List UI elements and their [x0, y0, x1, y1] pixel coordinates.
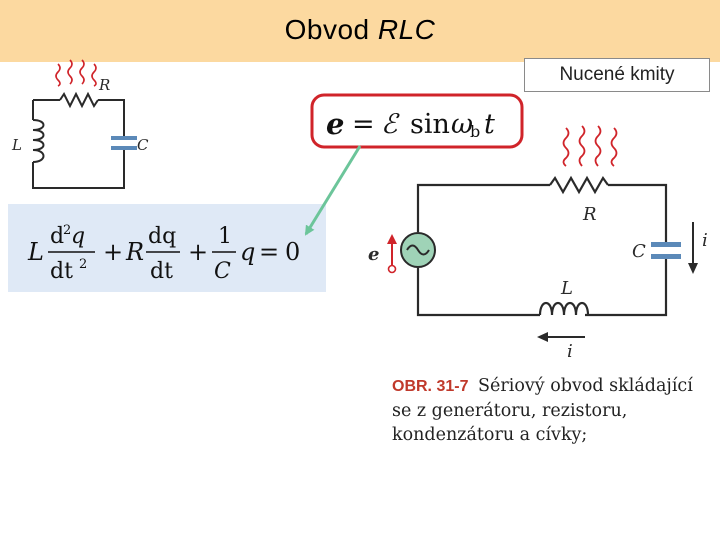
label-r-right: R: [582, 204, 597, 225]
left-circuit: R L C: [11, 59, 149, 189]
label-c-left: C: [137, 136, 149, 154]
de-one: 1: [218, 224, 232, 249]
de-dq: dq: [148, 224, 176, 249]
label-i-bottom: i: [567, 341, 573, 362]
de-d2q-q: q: [71, 224, 85, 249]
differential-equation-box: [8, 204, 326, 292]
current-arrow-bottom-icon: [537, 332, 585, 342]
heat-icon-left: [55, 59, 97, 87]
de-d2q-sq: 2: [63, 223, 71, 238]
caption-text: Sériový obvod skládající se z generátoru…: [392, 376, 693, 445]
caption-lead: OBR. 31-7: [392, 378, 469, 395]
emf-equation-frame: [310, 93, 524, 149]
capacitor-icon-right: [651, 242, 681, 259]
emf-script-e: ℰ: [381, 109, 400, 140]
de-dt-sq: 2: [79, 257, 87, 272]
de-plus1: +: [103, 238, 123, 266]
de-dt2: dt: [150, 259, 173, 284]
capacitor-icon-left: [111, 136, 137, 150]
emf-t: t: [484, 109, 495, 140]
emf-omega: ω: [451, 109, 473, 140]
de-q: q: [240, 238, 255, 266]
heat-icon-right: [562, 125, 618, 167]
link-arrow: [304, 145, 362, 236]
ac-generator-icon: [400, 232, 436, 268]
label-r-left: R: [98, 76, 110, 94]
label-l-left: L: [11, 136, 22, 154]
emf-arrow-icon: [387, 234, 397, 274]
de-r: R: [125, 238, 144, 266]
differential-equation: L d 2 q dt 2 + R dq dt + 1 C q = 0: [27, 223, 300, 284]
emf-equation: e = ℰ sin ω b t: [310, 93, 524, 149]
left-wire: [32, 91, 125, 189]
right-circuit: R L C e i i: [368, 125, 708, 362]
de-eq: =: [259, 238, 279, 266]
de-d2q-d: d: [50, 224, 64, 249]
de-plus2: +: [188, 238, 208, 266]
de-zero: 0: [285, 238, 300, 266]
de-l: L: [27, 238, 44, 266]
title-main: Obvod: [284, 14, 378, 45]
label-e-right: e: [368, 244, 379, 265]
emf-sin: sin: [410, 109, 450, 140]
right-wire: [416, 175, 668, 317]
title-italic: RLC: [377, 14, 436, 45]
topic-badge: Nucené kmity: [524, 58, 710, 92]
current-arrow-right-icon: [688, 222, 698, 274]
inductor-icon-left: [32, 119, 45, 163]
inductor-icon-right: [538, 301, 590, 316]
de-dt: dt: [50, 259, 73, 284]
emf-e: e: [326, 107, 344, 141]
de-c: C: [214, 259, 231, 284]
label-c-right: C: [632, 241, 646, 262]
title-bar: [0, 0, 720, 62]
label-i-right: i: [702, 230, 708, 251]
figure-caption: OBR. 31-7 Sériový obvod skládající se z …: [392, 374, 712, 447]
emf-eq: =: [352, 109, 375, 140]
page-title: Obvod RLC: [0, 14, 720, 46]
emf-omega-sub: b: [470, 122, 480, 141]
label-l-right: L: [560, 278, 573, 299]
